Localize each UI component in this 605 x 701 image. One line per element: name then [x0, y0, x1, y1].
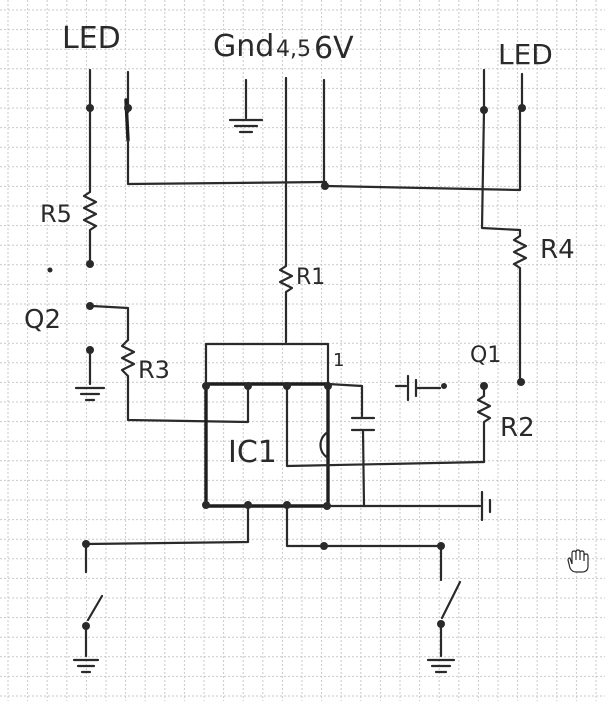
resistor-r5	[47, 183, 98, 273]
hand-cursor-icon	[567, 549, 589, 573]
label-4-5v: 4,5	[276, 37, 311, 62]
switch-right	[285, 506, 462, 674]
label-ic1: IC1	[228, 435, 277, 470]
switch-left	[72, 506, 250, 674]
left-led-connection	[86, 68, 328, 187]
capacitor-c1	[350, 416, 376, 508]
capacitor-c2	[394, 374, 447, 402]
label-r2: R2	[500, 413, 535, 443]
gnd-rail	[228, 78, 264, 134]
label-6v: 6V	[314, 31, 354, 66]
rail-6v	[321, 78, 522, 192]
label-r1: R1	[296, 265, 325, 290]
resistor-r1	[278, 258, 294, 344]
label-r4: R4	[540, 235, 575, 265]
label-q2: Q2	[24, 305, 61, 335]
label-q1: Q1	[470, 343, 501, 368]
label-gnd: Gnd	[213, 29, 274, 64]
ic1-timer	[202, 342, 486, 510]
label-r3: R3	[138, 356, 170, 384]
label-led-right: LED	[498, 38, 553, 71]
right-led-connection	[480, 68, 526, 232]
transistor-q2-r3	[74, 302, 250, 424]
label-led-left: LED	[62, 21, 121, 56]
battery	[326, 490, 492, 522]
label-pin-1: 1	[333, 350, 344, 371]
label-r5: R5	[40, 200, 72, 228]
resistor-r4	[512, 228, 528, 386]
transistor-q1-r2	[476, 382, 492, 464]
